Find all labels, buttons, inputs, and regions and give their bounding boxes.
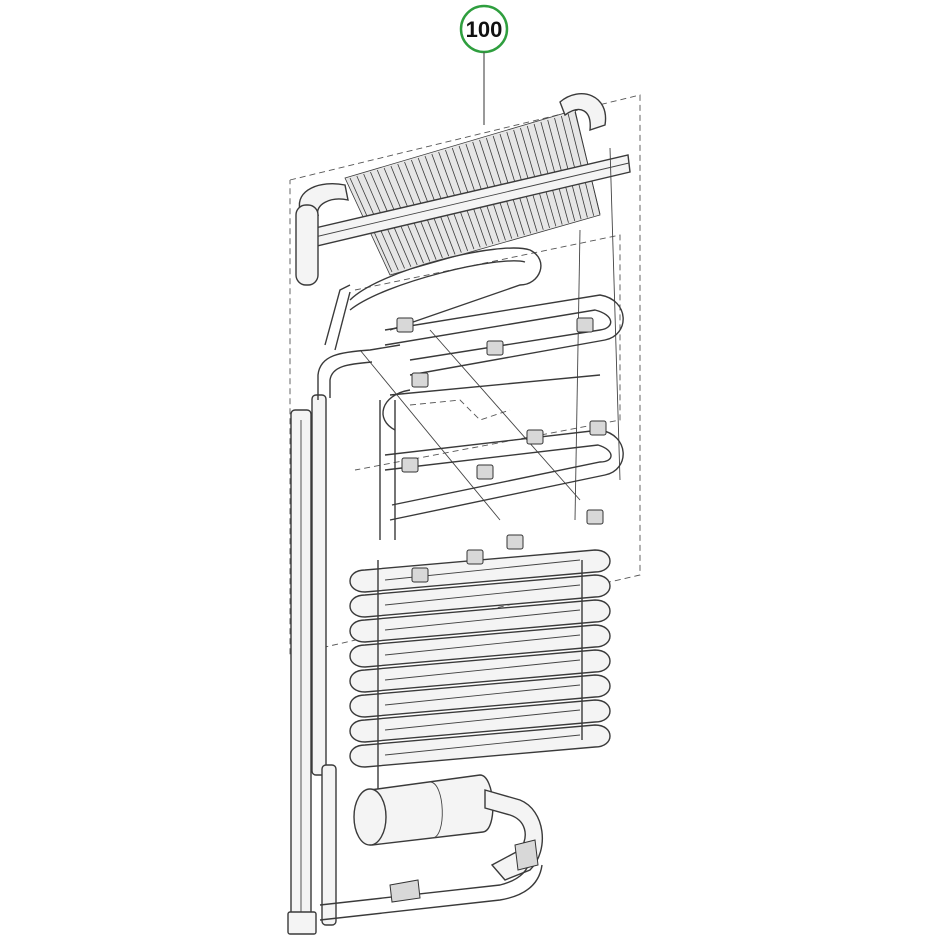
tube-clip — [506, 534, 524, 550]
absorber-coil — [349, 549, 611, 790]
absorber-loop-inner — [384, 634, 581, 656]
tube-clip — [476, 464, 494, 480]
tube-clip — [401, 457, 419, 473]
tube-clip — [486, 340, 504, 356]
absorber-loop — [349, 574, 611, 618]
callout-label: 100 — [466, 17, 503, 42]
tube-clip — [411, 372, 429, 388]
absorber-loop-inner — [384, 709, 581, 731]
reference-enclosure — [289, 94, 641, 656]
condenser-bend-right — [559, 93, 607, 132]
absorber-loop — [349, 699, 611, 743]
absorber-loop-inner — [384, 609, 581, 631]
absorber-loop — [349, 624, 611, 668]
bottom-bracket-center — [389, 879, 421, 903]
tube-clip — [589, 420, 607, 436]
fin-plate — [560, 115, 588, 218]
tube-clips — [396, 317, 607, 583]
absorber-loop-inner — [384, 659, 581, 681]
absorber-loop — [349, 649, 611, 693]
tube-clip — [586, 509, 604, 525]
part-callout-100[interactable]: 100 — [459, 4, 509, 125]
absorber-loop — [349, 599, 611, 643]
tube-clip — [576, 317, 594, 333]
absorber-loop-inner — [384, 684, 581, 706]
absorber-loop — [349, 724, 611, 768]
tube-clip — [466, 549, 484, 565]
fin-plate — [574, 111, 601, 215]
absorber-loop-inner — [384, 734, 581, 756]
bottom-bracket-right — [514, 839, 539, 871]
reservoir-tank — [353, 774, 544, 881]
tube-clip — [526, 429, 544, 445]
boiler-tubes — [287, 284, 401, 935]
boiler-foot — [287, 911, 317, 935]
tube-clip — [396, 317, 414, 333]
absorber-loop-inner — [384, 584, 581, 606]
bottom-return-pipe — [319, 839, 543, 921]
absorber-loop — [349, 674, 611, 718]
fin-plate — [567, 113, 595, 216]
condenser-fins — [295, 93, 631, 286]
tube-clip — [411, 567, 429, 583]
